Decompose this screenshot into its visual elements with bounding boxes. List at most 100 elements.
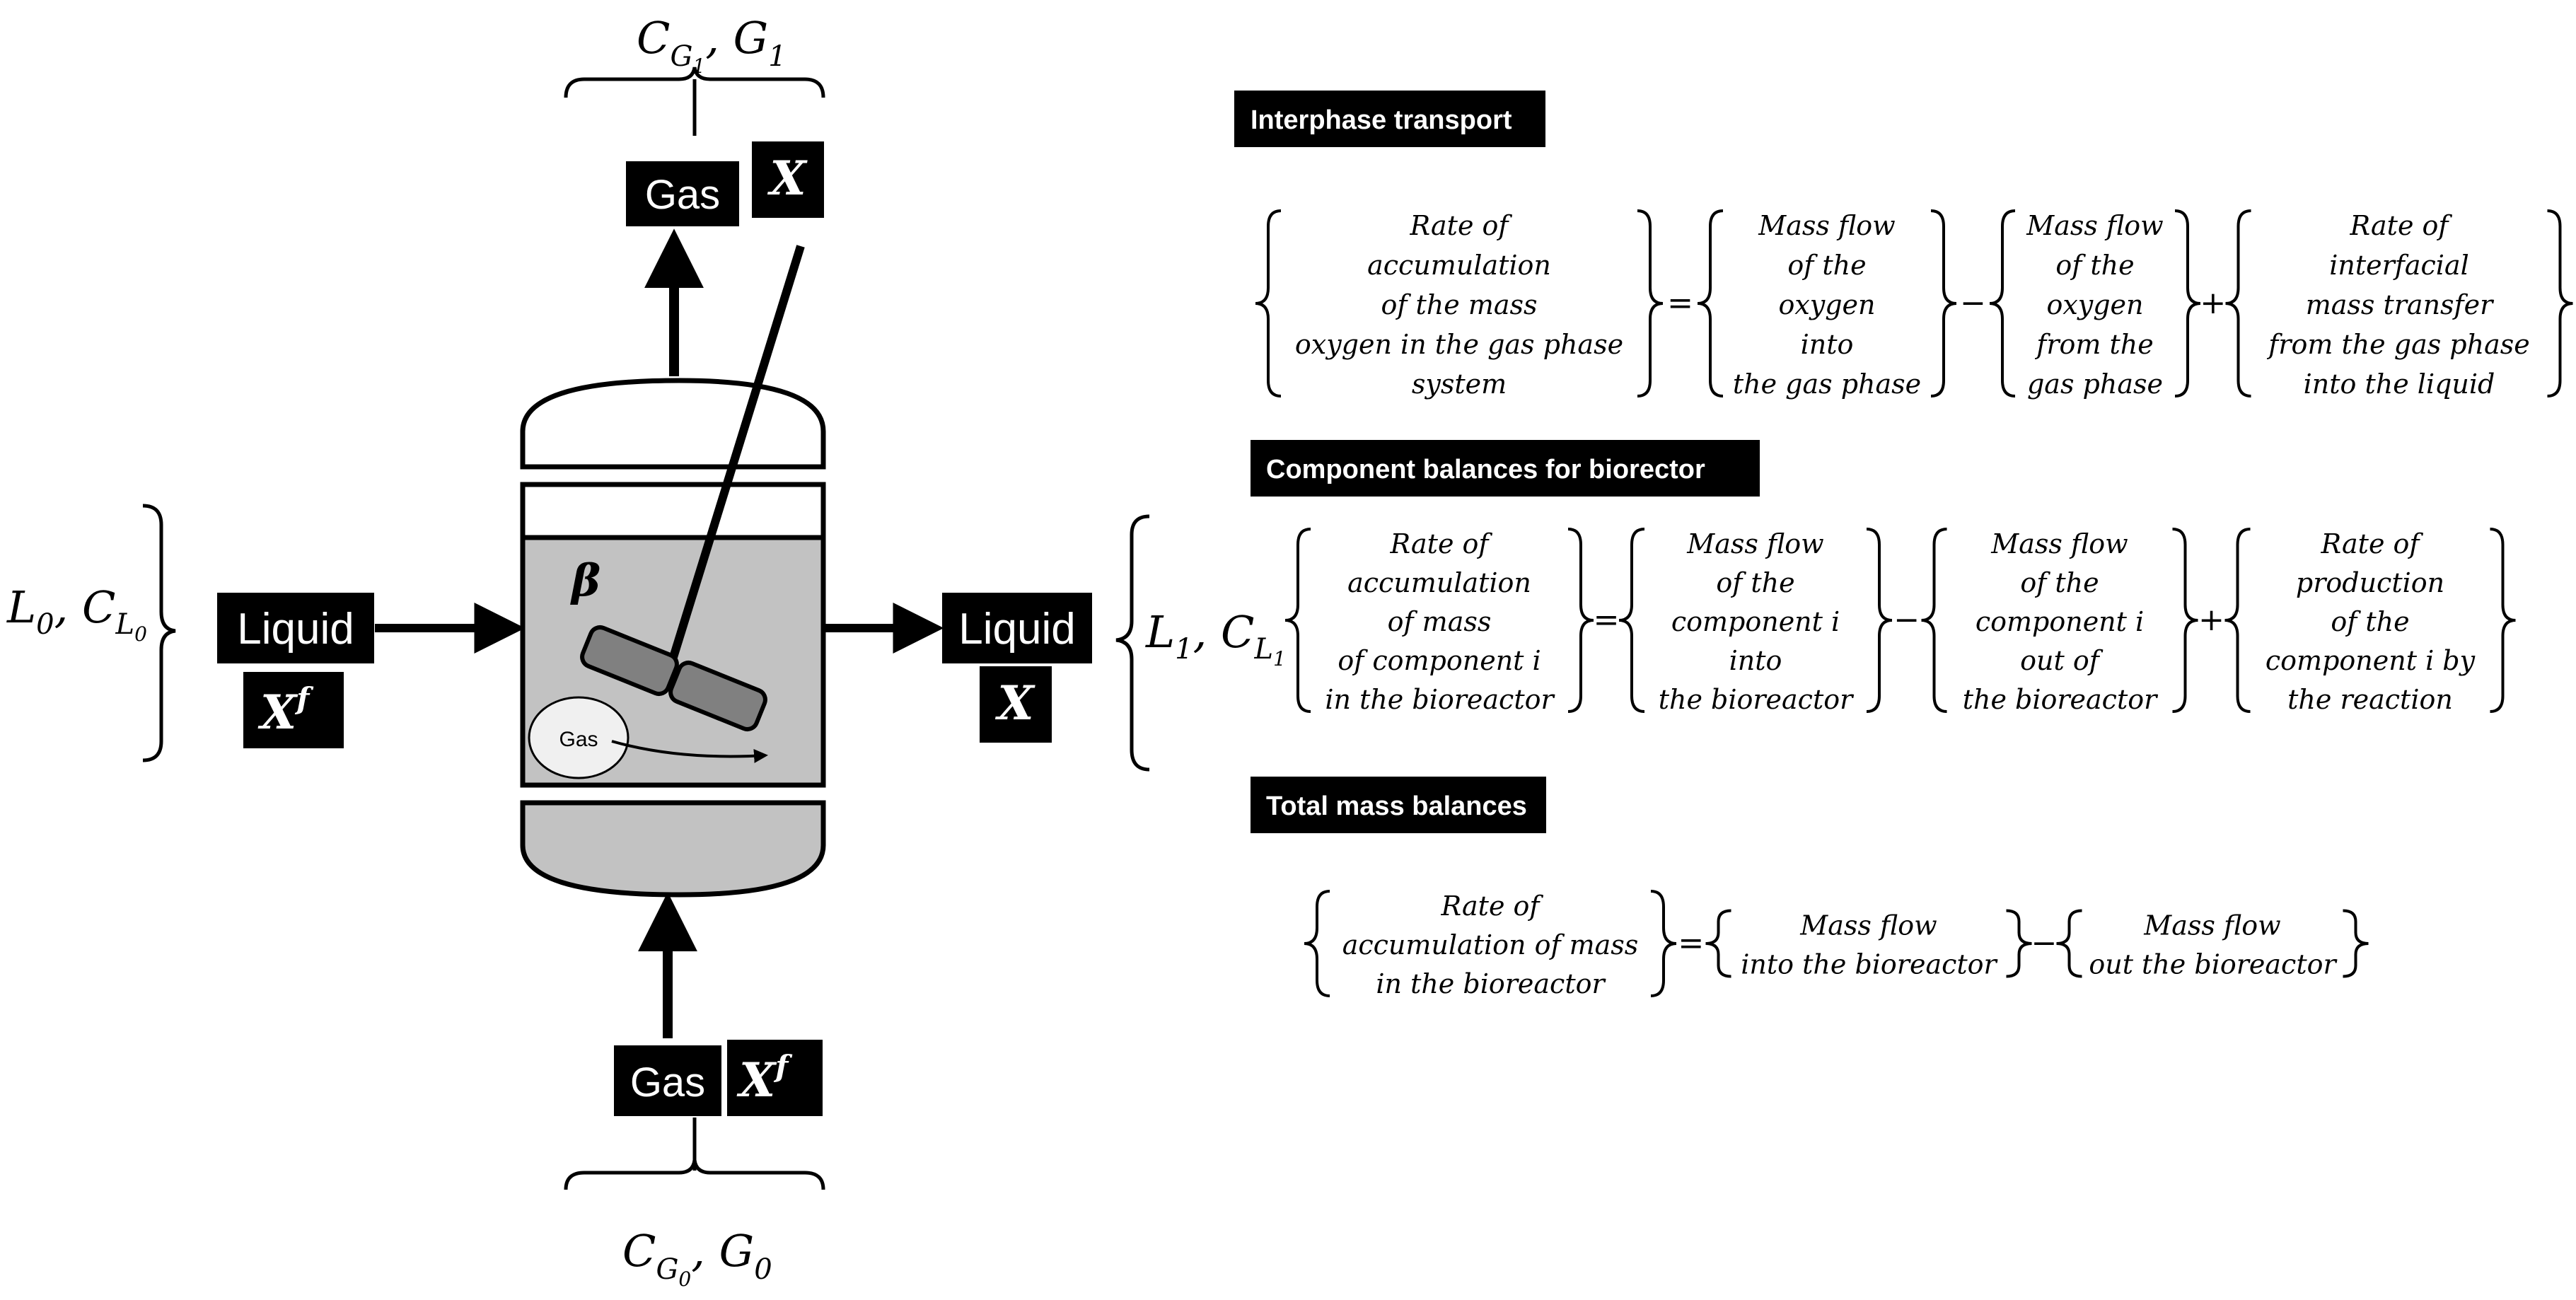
right-curly-brace	[1930, 209, 1957, 397]
left-curly-brace	[1989, 209, 2016, 397]
svg-text:X: X	[767, 151, 808, 206]
equation-operator: =	[1678, 925, 1704, 961]
equation-term-line: of component i	[1338, 645, 1541, 676]
left-curly-brace	[2225, 209, 2251, 397]
left-brace	[142, 504, 176, 762]
gas-bubble	[528, 696, 630, 779]
left-curly-brace	[2056, 909, 2082, 978]
equation-term-line: Mass flow	[1758, 210, 1895, 241]
equation-term-line: in the bioreactor	[1376, 968, 1606, 999]
x-top-box: X	[752, 141, 824, 218]
right-curly-brace	[2174, 209, 2201, 397]
svg-text:Interphase transport: Interphase transport	[1251, 105, 1512, 135]
equation-term-line: in the bioreactor	[1325, 684, 1555, 715]
equation-term-line: Mass flow	[1990, 528, 2128, 559]
equation-operator: −	[1960, 285, 1986, 321]
total-header: Total mass balances	[1251, 777, 1546, 833]
gas-inlet-box: Gas	[614, 1045, 721, 1116]
svg-text:Total mass balances: Total mass balances	[1266, 791, 1527, 821]
left-curly-brace	[1697, 209, 1724, 397]
right-curly-brace	[1866, 528, 1893, 713]
equation-operator: −	[1893, 602, 1920, 638]
svg-text:Gas: Gas	[559, 728, 598, 751]
left-curly-brace	[1284, 528, 1311, 713]
equation-operator: +	[2198, 602, 2224, 638]
equation-term-line: component i	[1975, 606, 2144, 637]
equation-term-line: Rate of	[1390, 528, 1493, 559]
equation-operator: =	[1667, 285, 1693, 321]
equation-term-line: of the	[2055, 250, 2134, 281]
right-liquid-stream-label: L1, CL1	[1145, 606, 1286, 671]
right-curly-brace	[1567, 528, 1594, 713]
beta-label: β	[570, 555, 601, 606]
liquid-outlet-box: Liquid	[942, 593, 1092, 663]
left-curly-brace	[1705, 909, 1731, 978]
left-curly-brace	[1618, 528, 1645, 713]
equation-term-line: oxygen	[2046, 289, 2143, 320]
x-outlet-box: X	[980, 666, 1052, 743]
equation-term-line: into the bioreactor	[1741, 949, 1998, 980]
left-curly-brace	[1921, 528, 1947, 713]
equation-term-line: component i	[1671, 606, 1840, 637]
xf-inlet-box: Xf	[243, 672, 344, 748]
right-curly-brace	[2172, 528, 2198, 713]
right-curly-brace	[1650, 890, 1677, 997]
impeller-shaft	[663, 245, 805, 677]
equation-term-line: Mass flow	[2143, 910, 2280, 941]
top-gas-stream-label: CG1, G1	[637, 12, 787, 78]
svg-text:Gas: Gas	[630, 1060, 705, 1105]
svg-text:L0, CL0: L0, CL0	[6, 581, 147, 646]
liquid-inlet-box: Liquid	[217, 593, 374, 663]
svg-text:Xf: Xf	[257, 681, 314, 740]
bottom-gas-stream-label: CG0, G0	[622, 1225, 772, 1291]
equation-term-line: out the bioreactor	[2089, 949, 2338, 980]
equation-term-line: into	[1801, 329, 1854, 360]
equation-term-line: out of	[2020, 645, 2104, 676]
equation-term-line: oxygen in the gas phase	[1295, 329, 1623, 360]
reactor-top-dome	[520, 378, 826, 470]
left-curly-brace	[2224, 528, 2251, 713]
equation-operator: +	[2200, 285, 2226, 321]
svg-text:Gas: Gas	[645, 172, 720, 218]
equation-term-line: Rate of	[1441, 890, 1544, 922]
equation-operator: −	[2031, 925, 2058, 961]
equation-term-line: of the	[1716, 567, 1794, 598]
equation-term-line: component i by	[2265, 645, 2476, 676]
impeller-blade-left	[580, 625, 679, 697]
equation-term-line: Mass flow	[1686, 528, 1823, 559]
equation-term-line: Rate of	[2321, 528, 2424, 559]
equation-term-line: Rate of	[2350, 210, 2453, 241]
right-curly-brace	[2490, 528, 2516, 713]
equation-term-line: gas phase	[2027, 368, 2163, 400]
impeller-blade-right	[668, 660, 767, 732]
top-brace	[564, 66, 825, 98]
svg-text:Liquid: Liquid	[237, 605, 354, 654]
equation-term-line: of mass	[1388, 606, 1492, 637]
left-curly-brace	[1255, 209, 1282, 397]
equation-term-line: the reaction	[2287, 684, 2453, 715]
left-curly-brace	[1304, 890, 1330, 997]
equation-term-line: Mass flow	[2026, 210, 2163, 241]
equation-term-line: of the mass	[1381, 289, 1537, 320]
equation-term-line: of the	[1787, 250, 1866, 281]
equation-term-line: from the	[2034, 329, 2153, 360]
svg-text:Liquid: Liquid	[958, 605, 1075, 654]
equation-term-line: from the gas phase	[2266, 329, 2530, 360]
svg-text:Component balances for biorec: Component balances for biorector	[1266, 455, 1705, 484]
left-liquid-stream-label: L0, CL0	[6, 581, 147, 646]
bottom-brace	[564, 1159, 825, 1190]
component-equation: Rate of accumulation of mass of component i…	[1284, 528, 2516, 715]
total-equation: Rate of accumulation of mass in the biorea…	[1304, 890, 2369, 999]
equation-term-line: interfacial	[2329, 250, 2469, 281]
xf-bottom-box: Xf	[727, 1040, 823, 1116]
equation-term-line: system	[1412, 368, 1507, 400]
right-curly-brace	[1637, 209, 1664, 397]
equation-term-line: Mass flow	[1799, 910, 1937, 941]
equation-term-line: accumulation of mass	[1342, 929, 1639, 961]
reactor-bottom-dome	[520, 800, 826, 898]
equation-term-line: mass transfer	[2306, 289, 2495, 320]
right-curly-brace	[2547, 209, 2573, 397]
equation-term-line: Rate of	[1410, 210, 1513, 241]
equation-term-line: accumulation	[1347, 567, 1531, 598]
